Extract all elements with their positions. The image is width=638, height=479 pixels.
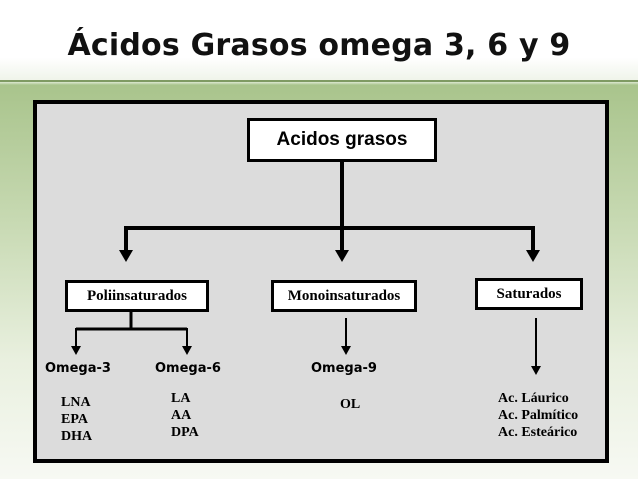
saturated-acid-list: Ac. Láurico Ac. Palmítico Ac. Esteárico <box>498 390 578 441</box>
arrowhead-monoinsaturados <box>335 250 349 262</box>
acid-item: LA <box>171 391 191 406</box>
omega6-acid-list: LA AA DPA <box>171 390 199 441</box>
acid-item: OL <box>340 397 361 412</box>
fatty-acids-diagram: Acidos grasos Poliinsaturados Monoinsatu… <box>33 100 609 463</box>
omega3-acid-list: LNA EPA DHA <box>61 394 92 445</box>
acid-item: AA <box>171 408 192 423</box>
category-box-monoinsaturados: Monoinsaturados <box>271 280 417 312</box>
acid-item: Ac. Láurico <box>498 391 569 406</box>
arrowhead-omega9 <box>341 346 351 355</box>
omega9-acid-list: OL <box>340 396 360 413</box>
arrowhead-poliinsaturados <box>119 250 133 262</box>
arrowhead-omega3 <box>71 346 81 355</box>
omega3-label: Omega-3 <box>45 361 111 376</box>
slide-title: Ácidos Grasos omega 3, 6 y 9 <box>67 28 571 63</box>
title-divider <box>0 80 638 82</box>
arrowhead-saturados <box>526 250 540 262</box>
acid-item: Ac. Esteárico <box>498 425 578 440</box>
acid-item: DHA <box>61 429 93 444</box>
arrowhead-saturated-list <box>531 366 541 375</box>
title-band <box>0 0 638 82</box>
acid-item: EPA <box>61 412 88 427</box>
omega9-label: Omega-9 <box>311 361 377 376</box>
arrowhead-omega6 <box>182 346 192 355</box>
acid-item: DPA <box>171 425 199 440</box>
acid-item: Ac. Palmítico <box>498 408 579 423</box>
root-box-acidos-grasos: Acidos grasos <box>247 118 437 162</box>
category-box-saturados: Saturados <box>475 278 583 310</box>
omega6-label: Omega-6 <box>155 361 221 376</box>
connector-lines <box>71 162 541 375</box>
acid-item: LNA <box>61 395 91 410</box>
category-box-poliinsaturados: Poliinsaturados <box>65 280 209 312</box>
